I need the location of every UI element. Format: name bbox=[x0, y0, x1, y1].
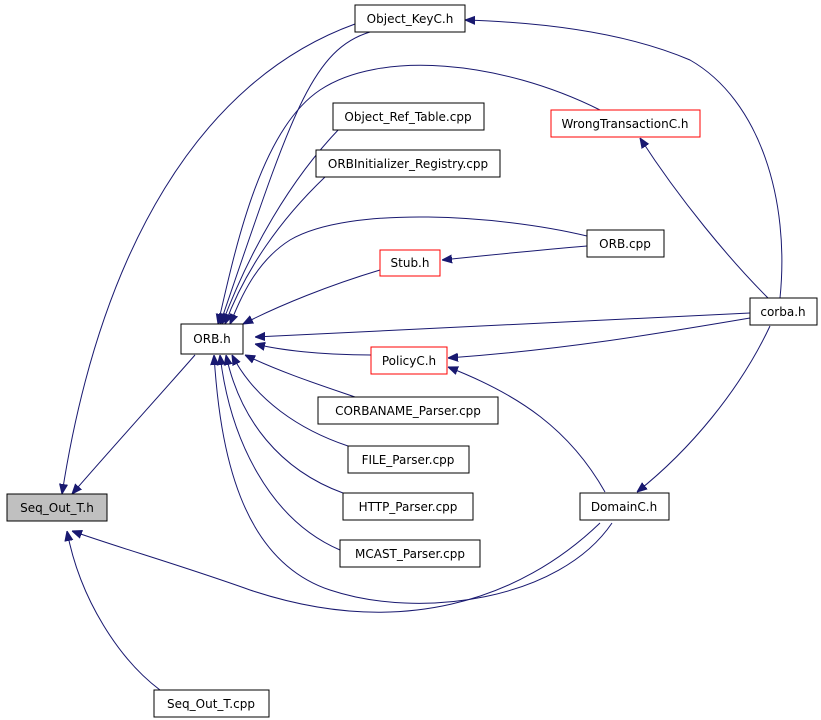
node-object-ref-table-cpp[interactable]: Object_Ref_Table.cpp bbox=[332, 102, 485, 131]
svg-text:Object_KeyC.h: Object_KeyC.h bbox=[367, 12, 454, 26]
edge-corbaname-orbh bbox=[245, 355, 356, 398]
edge-corba-policyc bbox=[448, 317, 751, 358]
node-wrongtransactionc-h[interactable]: WrongTransactionC.h bbox=[550, 109, 701, 138]
edge-stubh-orbh bbox=[243, 269, 381, 324]
svg-text:Object_Ref_Table.cpp: Object_Ref_Table.cpp bbox=[344, 110, 471, 124]
edges bbox=[62, 20, 783, 691]
node-http-parser-cpp[interactable]: HTTP_Parser.cpp bbox=[342, 492, 474, 521]
node-mcast-parser-cpp[interactable]: MCAST_Parser.cpp bbox=[339, 539, 481, 568]
svg-text:ORB.cpp: ORB.cpp bbox=[599, 237, 651, 251]
node-orb-h[interactable]: ORB.h bbox=[180, 323, 244, 355]
node-orb-cpp[interactable]: ORB.cpp bbox=[586, 229, 665, 258]
edge-domainc-seqouth bbox=[72, 522, 601, 613]
svg-text:WrongTransactionC.h: WrongTransactionC.h bbox=[561, 117, 688, 131]
svg-text:corba.h: corba.h bbox=[760, 305, 805, 319]
svg-text:ORB.h: ORB.h bbox=[193, 332, 230, 346]
edge-seqoutcpp-seqouth bbox=[67, 531, 161, 691]
svg-text:Seq_Out_T.cpp: Seq_Out_T.cpp bbox=[167, 697, 255, 711]
edge-mcastparser-orbh bbox=[220, 355, 341, 551]
svg-text:HTTP_Parser.cpp: HTTP_Parser.cpp bbox=[359, 500, 458, 514]
svg-text:CORBANAME_Parser.cpp: CORBANAME_Parser.cpp bbox=[335, 404, 481, 418]
edge-corba-objectkey bbox=[465, 20, 783, 299]
edge-wrongtx-orbh bbox=[218, 64, 601, 324]
node-corbaname-parser-cpp[interactable]: CORBANAME_Parser.cpp bbox=[317, 396, 499, 425]
edge-orbcpp-orbh bbox=[230, 216, 588, 324]
edge-domainc-orbh bbox=[214, 355, 613, 604]
edge-orbh-seqouth bbox=[72, 354, 196, 494]
edge-orbinitreg-orbh bbox=[225, 176, 326, 324]
edge-corba-wrongtx bbox=[640, 138, 769, 299]
edge-orbcpp-stubh bbox=[442, 245, 588, 260]
node-orbinitializer-registry-cpp[interactable]: ORBInitializer_Registry.cpp bbox=[315, 149, 501, 178]
node-corba-h[interactable]: corba.h bbox=[749, 297, 818, 326]
svg-text:Seq_Out_T.h: Seq_Out_T.h bbox=[20, 501, 94, 515]
edge-corba-domainc bbox=[637, 325, 771, 492]
node-stub-h[interactable]: Stub.h bbox=[379, 249, 441, 277]
svg-text:FILE_Parser.cpp: FILE_Parser.cpp bbox=[362, 453, 455, 467]
edge-httpparser-orbh bbox=[226, 355, 344, 494]
svg-text:DomainC.h: DomainC.h bbox=[591, 500, 657, 514]
svg-text:PolicyC.h: PolicyC.h bbox=[382, 354, 436, 368]
edge-corba-orbh bbox=[255, 312, 751, 337]
edge-domainc-policyc bbox=[448, 367, 606, 493]
svg-text:Stub.h: Stub.h bbox=[391, 256, 430, 270]
node-object-keyc-h[interactable]: Object_KeyC.h bbox=[354, 4, 466, 33]
svg-text:ORBInitializer_Registry.cpp: ORBInitializer_Registry.cpp bbox=[328, 157, 488, 171]
edge-objectkey-seqouth bbox=[62, 23, 356, 494]
node-file-parser-cpp[interactable]: FILE_Parser.cpp bbox=[347, 445, 470, 474]
node-seq-out-t-h[interactable]: Seq_Out_T.h bbox=[6, 493, 108, 522]
node-domainc-h[interactable]: DomainC.h bbox=[579, 492, 670, 521]
edge-objreftable-orbh bbox=[222, 127, 341, 324]
node-seq-out-t-cpp[interactable]: Seq_Out_T.cpp bbox=[153, 689, 270, 718]
edge-fileparser-orbh bbox=[232, 355, 349, 447]
node-policyc-h[interactable]: PolicyC.h bbox=[370, 346, 448, 375]
svg-text:MCAST_Parser.cpp: MCAST_Parser.cpp bbox=[355, 547, 465, 561]
edge-policyc-orbh bbox=[255, 344, 372, 356]
